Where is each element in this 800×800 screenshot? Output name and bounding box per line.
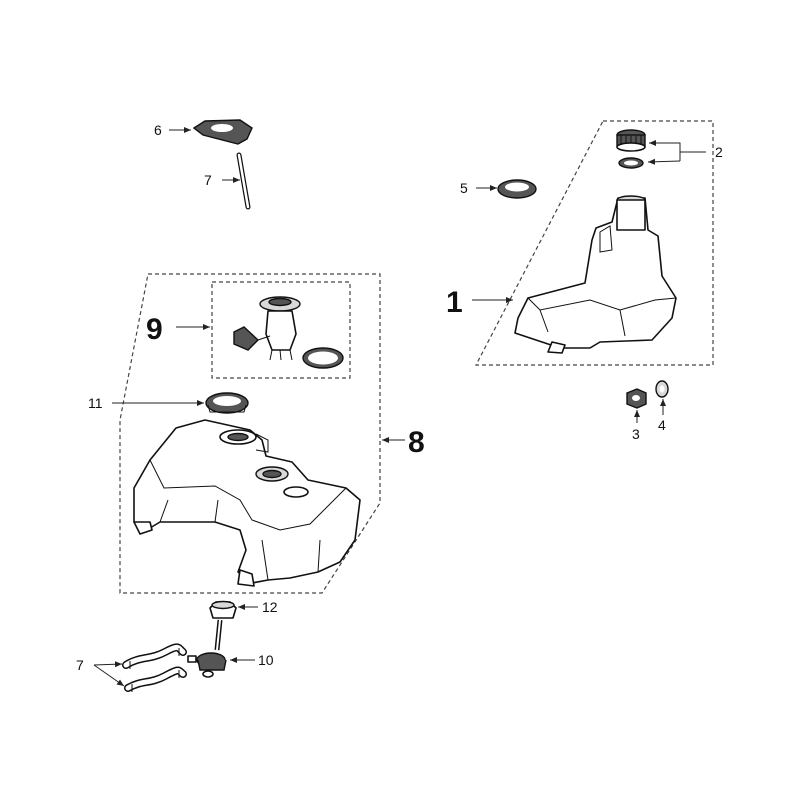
part-4-washer (655, 380, 669, 398)
callout-3: 3 (632, 426, 640, 442)
part-10-fuel-tap (187, 619, 227, 678)
callout-8: 8 (408, 426, 425, 459)
part-5-gasket (497, 179, 537, 199)
callout-12: 12 (262, 599, 278, 615)
leader-7b-1 (93, 661, 123, 668)
part-1-upper-tank (514, 195, 677, 354)
part-3-nut (626, 388, 647, 409)
leader-7b-2 (93, 664, 125, 687)
part-6-bracket (192, 119, 253, 145)
part-7-fuel-hoses (122, 643, 187, 692)
callout-7a: 7 (204, 172, 212, 188)
part-7-breather-hose (236, 152, 251, 210)
callout-6: 6 (154, 122, 162, 138)
part-2-filler-cap (616, 129, 646, 169)
callout-7b: 7 (76, 657, 84, 673)
group-9-dashed-outline (211, 281, 351, 379)
callout-4: 4 (658, 417, 666, 433)
part-8-main-fuel-tank (133, 419, 361, 587)
callout-2: 2 (715, 144, 723, 160)
part-11-filler-ring (205, 392, 249, 414)
callout-9: 9 (146, 313, 163, 346)
part-12-plug (209, 600, 237, 619)
leader-2 (649, 140, 706, 153)
part-9-fuel-sender (233, 296, 344, 369)
callout-11: 11 (88, 395, 103, 411)
callout-10: 10 (258, 652, 274, 668)
callout-1: 1 (446, 286, 463, 319)
group-1-dashed-outline (475, 120, 714, 366)
callout-5: 5 (460, 180, 468, 196)
group-8-dashed-outline (119, 273, 381, 594)
